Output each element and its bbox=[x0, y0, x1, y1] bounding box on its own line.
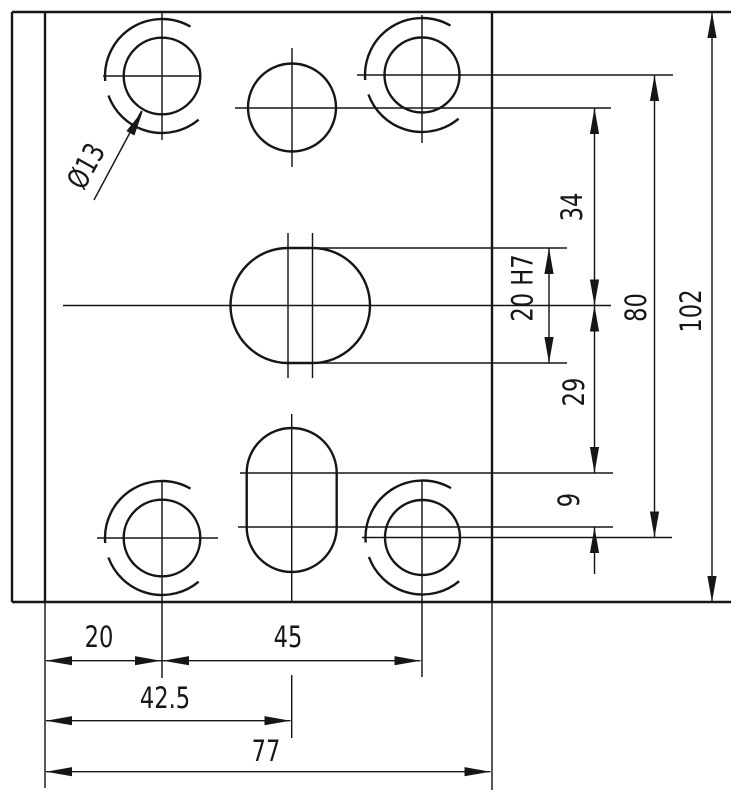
cbore-arc-top-left-lower bbox=[107, 95, 200, 135]
dim-label-dia13: Ø13 bbox=[61, 138, 113, 195]
dim-label-77: 77 bbox=[252, 735, 281, 768]
arrow-9-bottom bbox=[589, 527, 600, 553]
dim-label-9: 9 bbox=[553, 493, 586, 507]
arrow-34-bottom bbox=[589, 279, 600, 306]
cbore-arc-top-right-upper bbox=[363, 16, 452, 81]
arrow-80-bottom bbox=[649, 511, 660, 538]
arrow-20h7-top bbox=[544, 248, 554, 274]
dim-label-102: 102 bbox=[675, 289, 708, 332]
arrow-20h7-bottom bbox=[544, 337, 554, 363]
dim-label-20h7: 20 H7 bbox=[507, 254, 540, 321]
cbore-arc-bottom-right-upper bbox=[364, 479, 452, 543]
arrow-34-top bbox=[589, 108, 600, 134]
cbore-arc-top-right-lower bbox=[367, 94, 460, 134]
arrow-102-bottom bbox=[707, 576, 717, 602]
dim-label-34: 34 bbox=[556, 193, 589, 222]
arrow-42half-left bbox=[46, 716, 72, 726]
arrow-20-right bbox=[135, 656, 161, 666]
cbore-arc-bottom-left-lower bbox=[107, 557, 200, 597]
arrow-42half-right bbox=[264, 716, 291, 726]
arrow-77-left bbox=[46, 767, 72, 777]
dim-label-29: 29 bbox=[558, 378, 591, 407]
cbore-arc-bottom-left-upper bbox=[103, 479, 192, 544]
arrow-29-top bbox=[589, 305, 600, 332]
dim-label-20: 20 bbox=[85, 621, 114, 654]
cbore-arc-bottom-right-lower bbox=[367, 556, 460, 596]
dim-label-45: 45 bbox=[274, 621, 303, 654]
arrow-77-right bbox=[464, 767, 491, 777]
arrow-dia13-leader bbox=[126, 110, 143, 136]
arrow-102-top bbox=[707, 12, 717, 38]
arrow-45-right bbox=[394, 656, 421, 666]
arrow-29-bottom bbox=[589, 447, 600, 473]
cbore-arc-top-left-upper bbox=[103, 17, 192, 82]
dim-label-42half: 42.5 bbox=[140, 682, 190, 715]
arrow-45-left bbox=[163, 656, 189, 666]
arrow-80-top bbox=[649, 75, 660, 101]
arrow-20-left bbox=[46, 656, 72, 666]
dim-label-80: 80 bbox=[620, 293, 653, 322]
